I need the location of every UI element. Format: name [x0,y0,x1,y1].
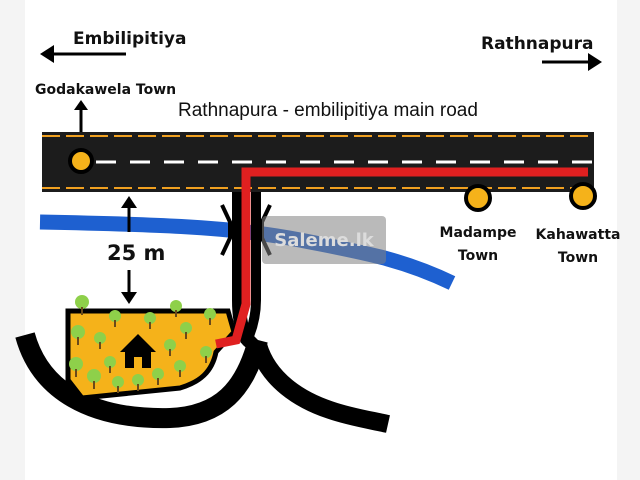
west-direction-label: Embilipitiya [73,29,187,49]
tree-icon [112,376,124,393]
side-road-vertical-2 [240,188,261,348]
watermark: Saleme.lk [262,216,386,264]
arrow-up-icon [74,100,88,132]
madampe-label-line2: Town [457,248,499,264]
tree-icon [152,368,164,385]
town-marker-icon [68,148,94,174]
tree-icon [144,312,156,329]
distance-arrow-bottom [121,270,137,304]
bridge-left [220,204,232,256]
arrow-right-icon [542,53,602,71]
kahawatta-label-line1: Kahawatta [535,227,621,243]
side-road-right [249,342,390,433]
main-road-label: Rathnapura - embilipitiya main road [178,100,478,121]
tree-icon [164,339,176,356]
tree-icon [87,369,101,389]
tree-icon [94,332,106,349]
town-marker-icon [464,184,492,212]
side-road-left [15,332,268,429]
town-marker-icon [569,182,597,210]
godakawela-town-label: Godakawela Town [35,82,177,98]
madampe-label-line1: Madampe [439,225,517,241]
arrow-left-icon [40,45,126,63]
kahawatta-label-line2: Town [557,250,599,266]
tree-icon [104,356,116,373]
tree-icon [75,295,89,315]
tree-icon [69,357,83,377]
distance-arrow-top [121,196,137,232]
tree-icon [200,346,212,363]
east-direction-label: Rathnapura [481,34,594,54]
tree-icon [180,322,192,339]
distance-label: 25 m [107,241,166,265]
tree-icon [71,325,85,345]
tree-cluster [69,295,216,393]
house-icon [120,334,156,368]
madampe-town-label: Madampe Town [438,222,518,268]
route-line [215,167,588,349]
tree-icon [170,300,182,317]
tree-icon [174,360,186,377]
side-road-vertical [232,188,263,350]
tree-icon [109,310,121,327]
tree-icon [204,308,216,325]
kahawatta-town-label: Kahawatta Town [533,224,623,270]
tree-icon [132,374,144,391]
